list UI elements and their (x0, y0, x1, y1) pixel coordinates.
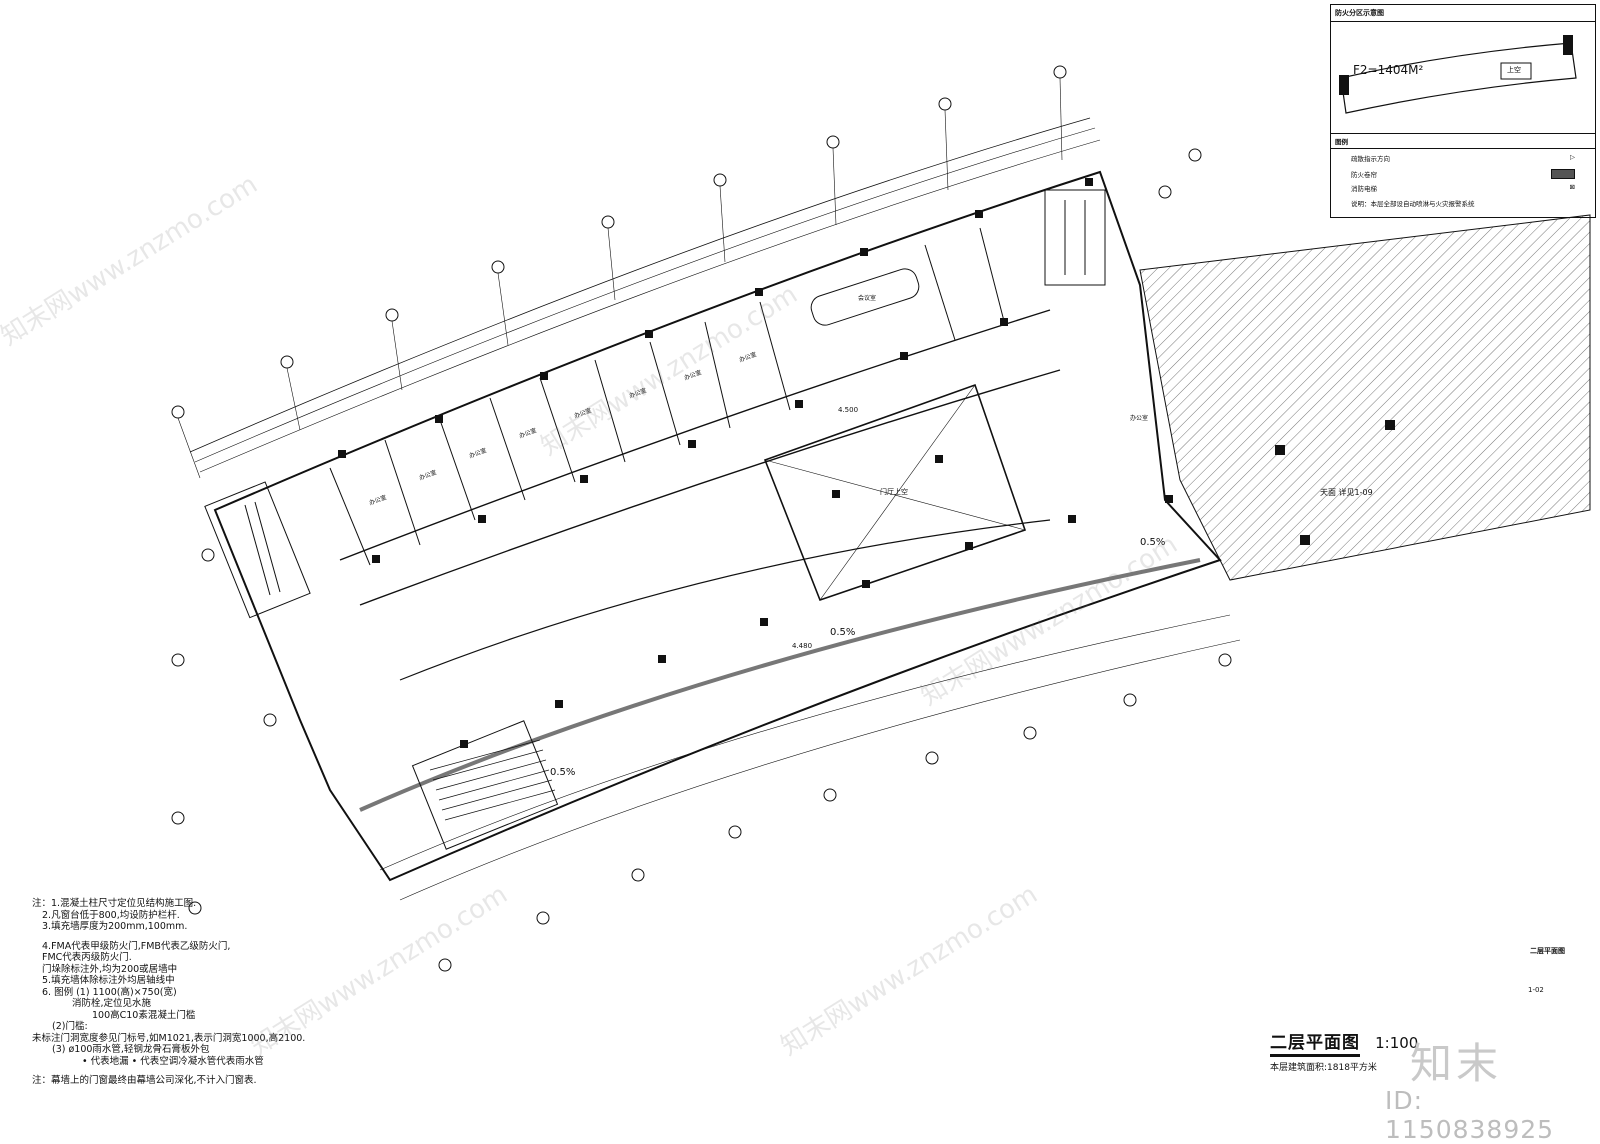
room-label-office-1: 办公室 (368, 493, 388, 507)
elevation-label-2: 4.480 (792, 642, 812, 650)
floor-area-note: 本层建筑面积:1818平方米 (1270, 1063, 1377, 1073)
note-line: 100高C10素混凝土门槛 (92, 1009, 196, 1021)
note-line: 6. 图例 (1) 1100(高)×750(宽) (42, 986, 177, 998)
note-line: (2)门槛: (52, 1021, 88, 1032)
south-dimension-arc (379, 614, 1231, 871)
arrow-right-icon: ▷ (1570, 153, 1575, 161)
watermark-brand-logo: 知末 (1410, 1039, 1503, 1088)
sheet-label: 二层平面图 (1530, 947, 1565, 955)
room-label-office-3: 办公室 (468, 446, 488, 460)
grid-axis-bubbles (171, 65, 1232, 972)
watermark-id: ID: 1150838925 (1385, 1086, 1555, 1144)
legend-heading: 图例 (1331, 134, 1595, 149)
south-block-wall (399, 519, 1051, 681)
dimension-arc-mid (194, 127, 1096, 463)
drawing-title: 二层平面图 (1270, 1028, 1360, 1057)
room-label-office-2: 办公室 (418, 468, 438, 482)
south-dimension-arc-2 (399, 639, 1241, 901)
stair-core-west (204, 481, 311, 619)
roof-terrace-hatch (1139, 214, 1591, 581)
dimension-arc-outer (189, 117, 1091, 453)
legend-item-evac: 疏散指示方向 (1351, 155, 1390, 163)
keyplan-void-label: 上空 (1507, 66, 1521, 74)
stair-core-east (1044, 189, 1106, 286)
shutter-icon (1551, 169, 1575, 179)
elevator-icon: ⊠ (1569, 183, 1575, 191)
elevation-label-1: 4.500 (838, 406, 858, 414)
keyplan-diagram (1339, 35, 1577, 114)
conference-table (810, 268, 920, 326)
dimension-arc-inner (199, 139, 1101, 473)
sheet-number: 1-02 (1528, 986, 1544, 994)
general-notes: 注：1.混凝土柱尺寸定位见结构施工图. 2.凡窗台低于800,均设防护栏杆. 3… (32, 898, 305, 1087)
corridor-wall-south (359, 369, 1061, 606)
fire-zone-keyplan: 防火分区示意图 F2=1404M² 上空 图例 疏散指示方向 ▷ 防火卷帘 消防… (1330, 4, 1596, 218)
note-line: 2.凡窗台低于800,均设防护栏杆. (42, 909, 180, 921)
note-line: • 代表地漏 • 代表空调冷凝水管代表雨水管 (82, 1055, 264, 1067)
atrium-label: 门厅上空 (880, 487, 908, 496)
note-line: 5.填充墙体除标注外均居轴线中 (42, 975, 175, 986)
drawing-title-block: 二层平面图 1:100 本层建筑面积:1818平方米 (1270, 1028, 1418, 1073)
note-line: 门垛除标注外,均为200或居墙中 (42, 963, 178, 975)
note-line: 注：幕墙上的门窗最终由幕墙公司深化,不计入门窗表. (32, 1075, 257, 1086)
legend-item-elevator: 消防电梯 (1351, 185, 1377, 193)
roof-note: 天面 详见1-09 (1320, 487, 1373, 497)
room-label-conference: 会议室 (858, 294, 876, 302)
building-outline (213, 170, 1222, 882)
note-line: 4.FMA代表甲级防火门,FMB代表乙级防火门, (42, 940, 231, 952)
note-line: 消防栓,定位见水施 (72, 998, 152, 1009)
room-label-office-8: 办公室 (738, 350, 758, 364)
note-line: FMC代表丙级防火门. (42, 952, 132, 963)
note-line: 3.填充墙厚度为200mm,100mm. (42, 921, 188, 932)
keyplan-heading: 防火分区示意图 (1331, 5, 1595, 22)
keyplan-zone-label: F2=1404M² (1353, 63, 1424, 77)
slope-label-3: 0.5% (550, 767, 575, 778)
entrance-stair (411, 720, 559, 850)
office-partitions (329, 227, 1006, 566)
slope-label-2: 0.5% (830, 627, 855, 638)
corridor-wall-north (339, 309, 1051, 561)
dimension-ticks (177, 77, 1063, 479)
legend-item-shutter: 防火卷帘 (1351, 171, 1377, 179)
columns (338, 178, 1395, 748)
note-line: (3) ø100雨水管,轻钢龙骨石膏板外包 (52, 1044, 210, 1055)
room-label-office-9: 办公室 (1130, 414, 1148, 422)
curtain-wall (359, 558, 1201, 812)
slope-label-1: 0.5% (1140, 537, 1165, 548)
legend-note: 说明：本层全部设自动喷淋与火灾报警系统 (1351, 200, 1475, 208)
drawing-scale: 1:100 (1375, 1034, 1419, 1052)
note-line: 注：1.混凝土柱尺寸定位见结构施工图. (32, 898, 197, 909)
keyplan-legend: 图例 疏散指示方向 ▷ 防火卷帘 消防电梯 ⊠ 说明：本层全部设自动喷淋与火灾报… (1331, 133, 1595, 211)
note-line: 未标注门洞宽度参见门标号,如M1021,表示门洞宽1000,高2100. (32, 1032, 306, 1044)
